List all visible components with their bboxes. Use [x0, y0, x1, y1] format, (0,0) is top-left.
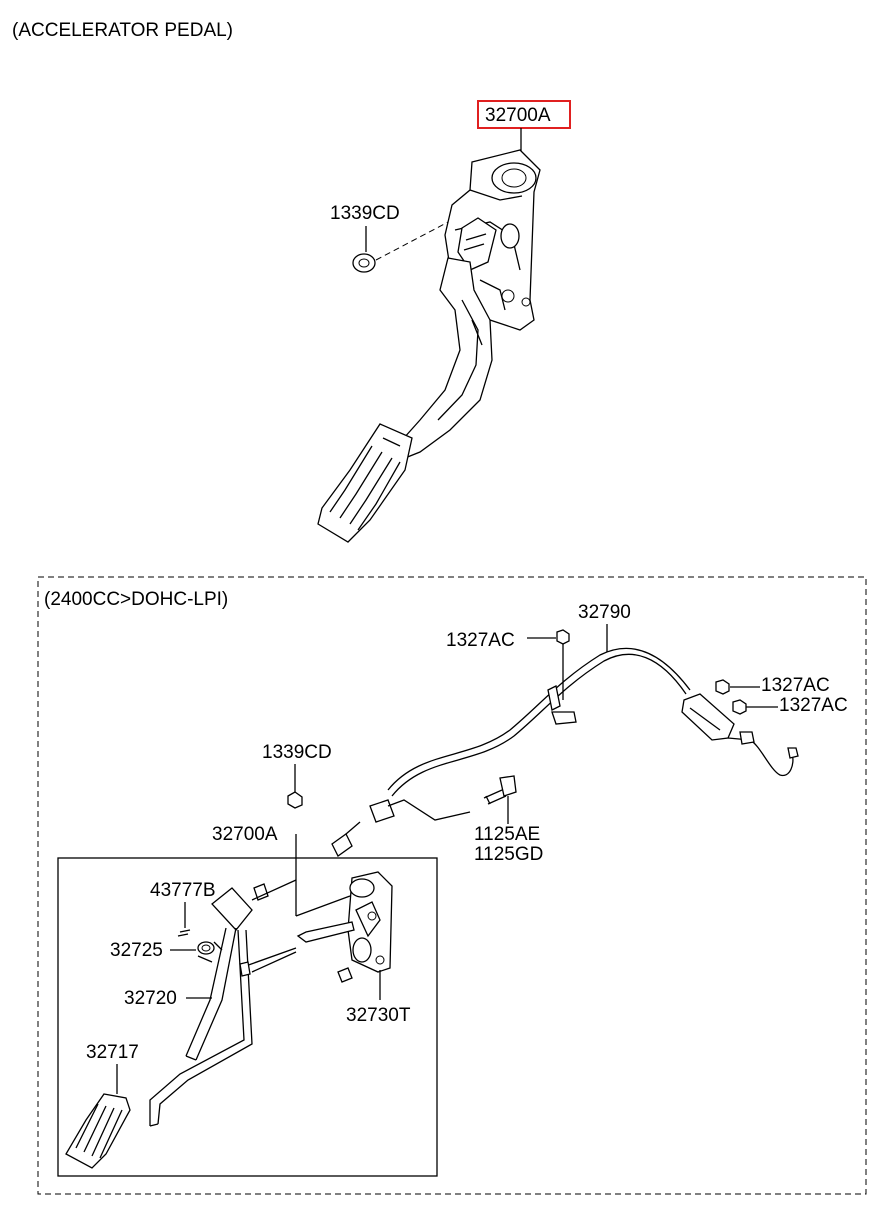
nut-axis-line	[375, 219, 453, 261]
label-1339CD-upper[interactable]: 1339CD	[330, 203, 400, 224]
nut-1327AC-a	[556, 629, 570, 645]
pivot-pin	[296, 921, 355, 943]
bracket-32730T	[295, 858, 393, 973]
label-32700A-upper[interactable]: 32700A	[485, 105, 551, 126]
diagram-title: (ACCELERATOR PEDAL)	[12, 20, 233, 41]
label-32700A-lower[interactable]: 32700A	[212, 824, 278, 845]
label-32725[interactable]: 32725	[110, 940, 163, 961]
stopper	[337, 967, 353, 983]
nut-1339CD-lower	[287, 791, 303, 809]
pedal-assy-box	[57, 857, 438, 1177]
variant-frame	[37, 576, 867, 1195]
label-1327AC-c[interactable]: 1327AC	[779, 695, 848, 716]
spring-32725	[197, 941, 223, 963]
label-1125AE[interactable]: 1125AE	[474, 824, 540, 845]
label-1327AC-a[interactable]: 1327AC	[446, 630, 515, 651]
bolt-1125AE	[483, 775, 517, 805]
pedal-assembly-upper	[317, 149, 541, 543]
label-32730T[interactable]: 32730T	[346, 1005, 411, 1026]
label-1125GD[interactable]: 1125GD	[474, 844, 543, 865]
label-32720[interactable]: 32720	[124, 988, 177, 1009]
throttle-cable	[331, 647, 799, 857]
highlight-box	[477, 100, 571, 129]
nut-1327AC-c	[732, 699, 747, 715]
label-1339CD-lower[interactable]: 1339CD	[262, 742, 332, 763]
pedal-pad-32717	[65, 1093, 131, 1169]
label-43777B[interactable]: 43777B	[150, 880, 216, 901]
label-1327AC-b[interactable]: 1327AC	[761, 675, 830, 696]
pedal-arm-32720	[149, 879, 297, 1127]
nut-1327AC-b	[715, 679, 730, 695]
pin-43777B	[177, 929, 191, 937]
variant-label: (2400CC>DOHC-LPI)	[44, 589, 228, 610]
label-32717[interactable]: 32717	[86, 1042, 139, 1063]
label-32790[interactable]: 32790	[578, 602, 631, 623]
nut-1339CD-upper	[352, 253, 376, 273]
